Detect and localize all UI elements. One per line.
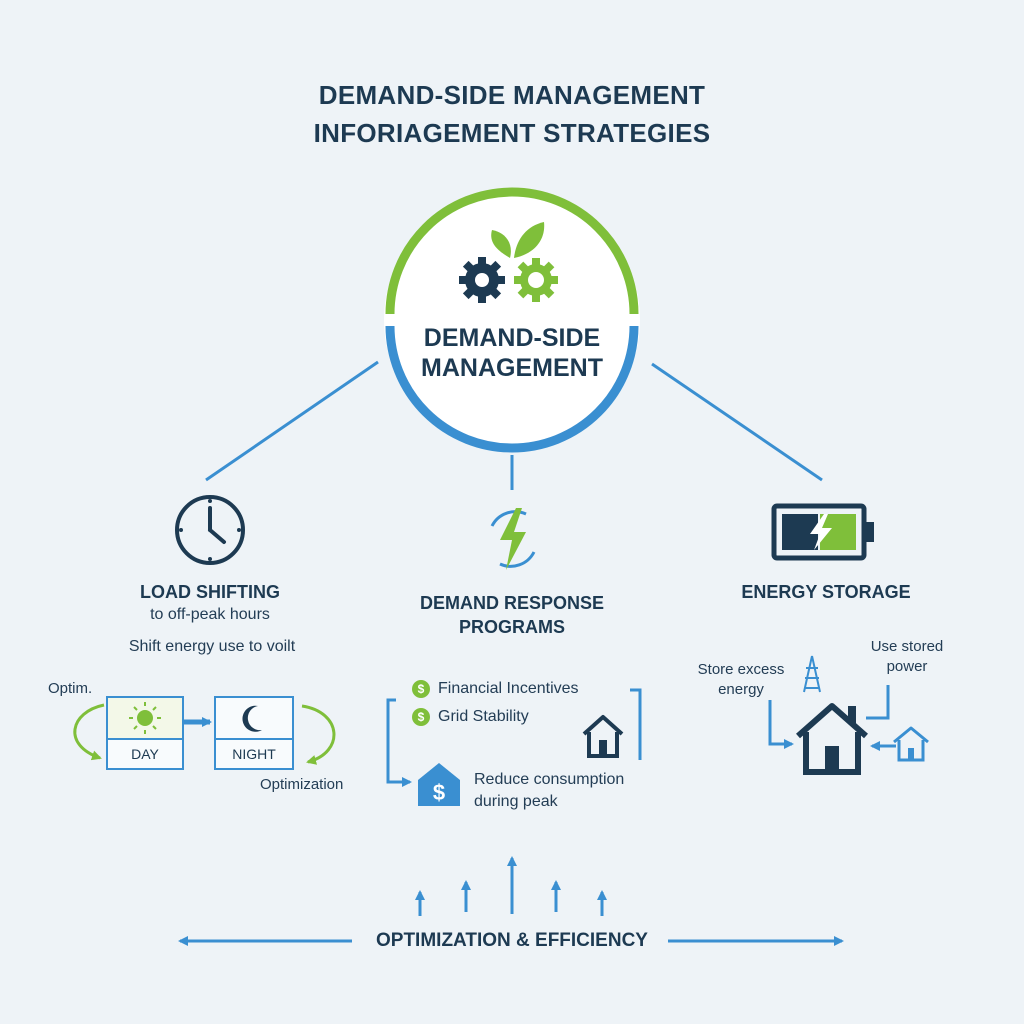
page-title-line2: INFORIAGEMENT STRATEGIES: [313, 118, 711, 148]
demand-response-heading-line1: DEMAND RESPONSE: [419, 593, 605, 613]
house-dollar-icon: $: [418, 763, 460, 806]
reduce-consumption-line1: Reduce consumption: [474, 771, 625, 788]
connector-left: [205, 360, 379, 482]
optim-label: Optim.: [48, 680, 93, 697]
house-dollar-sign: $: [433, 780, 445, 805]
store-excess-line1: Store excess: [697, 661, 785, 678]
sun-icon: [108, 698, 182, 738]
house-small-icon: [893, 726, 929, 762]
cycle-arrow-right: [301, 704, 336, 765]
day-label: DAY: [108, 738, 182, 768]
dr-right-bracket: [630, 688, 642, 760]
battery-icon: [771, 503, 874, 561]
demand-response-heading-line2: PROGRAMS: [458, 617, 565, 637]
load-shifting-description: Shift energy use to voilt: [128, 638, 296, 655]
energy-storage-heading: ENERGY STORAGE: [741, 582, 911, 602]
hub-label-line2: MANAGEMENT: [421, 354, 603, 382]
use-arrow: [866, 685, 890, 720]
load-shifting-heading: LOAD SHIFTING: [140, 582, 280, 602]
dollar-coin-icon: $: [412, 708, 430, 726]
day-card: DAY: [106, 696, 184, 770]
reduce-consumption-line2: during peak: [474, 793, 558, 810]
hub-label-line1: DEMAND-SIDE: [423, 324, 601, 352]
connector-right: [651, 362, 823, 482]
night-label: NIGHT: [216, 738, 292, 768]
clock-icon: [175, 495, 245, 565]
moon-icon: [242, 705, 262, 732]
optimization-label: Optimization: [260, 776, 344, 793]
house-large-icon: [796, 703, 868, 775]
cycle-arrow-left: [73, 703, 105, 761]
grid-stability-label: Grid Stability: [438, 708, 529, 726]
house-outline-icon: [582, 715, 624, 758]
hub-circle: [384, 187, 640, 453]
page-title-line1: DEMAND-SIDE MANAGEMENT: [318, 80, 706, 110]
load-shifting-subheading: to off-peak hours: [150, 606, 270, 623]
power-tower-icon: [803, 655, 821, 693]
lightning-cycle-icon: [490, 508, 536, 570]
use-stored-line1: Use stored: [870, 638, 944, 655]
dollar-coin-icon: $: [412, 680, 430, 698]
grid-stability-item: $ Grid Stability: [412, 708, 529, 726]
footer-label: OPTIMIZATION & EFFICIENCY: [376, 930, 648, 951]
use-stored-line2: power: [886, 658, 928, 675]
financial-incentives-item: $ Financial Incentives: [412, 680, 579, 698]
night-card: NIGHT: [214, 696, 294, 770]
gears-leaf-icon: [459, 222, 558, 303]
store-excess-line2: energy: [718, 681, 764, 698]
dr-left-bracket: [386, 698, 412, 787]
financial-incentives-label: Financial Incentives: [438, 680, 579, 698]
store-arrow: [768, 700, 794, 749]
